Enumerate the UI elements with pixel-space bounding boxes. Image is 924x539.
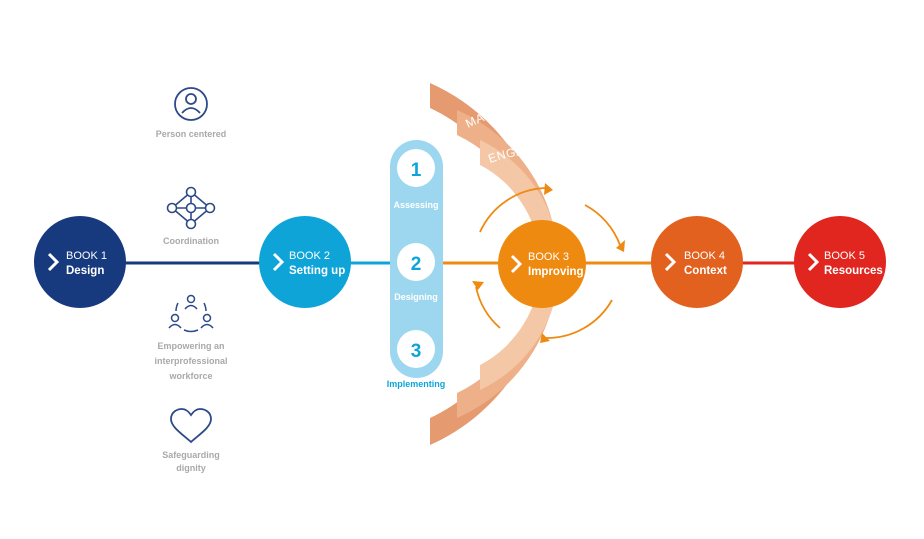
arc-engaging-stakeholders <box>480 140 560 390</box>
book4-name: Context <box>684 265 727 277</box>
step-1-label: Assessing <box>393 200 438 210</box>
step-3[interactable]: 3 <box>397 330 435 368</box>
book5-node[interactable]: BOOK 5 Resources <box>794 216 886 308</box>
book1-title: BOOK 1 <box>66 250 107 262</box>
arc-label-inner: ENGAGING STAKEHOLDERS <box>0 0 646 187</box>
heart-icon <box>170 408 212 444</box>
cycle-arrows <box>475 187 621 339</box>
person-icon <box>174 87 208 121</box>
book2-node[interactable]: BOOK 2 Setting up <box>259 216 351 308</box>
cycle-arrowheads <box>472 183 625 343</box>
principle-coordination-label: Coordination <box>163 236 219 246</box>
principle-person-centered-label: Person centered <box>156 129 227 139</box>
step-2[interactable]: 2 <box>397 243 435 281</box>
principle-workforce-label-3: workforce <box>168 371 212 381</box>
step-2-number: 2 <box>411 254 422 275</box>
book3-node[interactable]: BOOK 3 Improving <box>498 220 586 308</box>
workforce-group-icon <box>168 294 214 333</box>
book5-name: Resources <box>824 265 883 277</box>
book1-node[interactable]: BOOK 1 Design <box>34 216 126 308</box>
principle-dignity-label-1: Safeguarding <box>162 450 220 460</box>
principle-dignity-label-2: dignity <box>176 463 206 473</box>
book5-title: BOOK 5 <box>824 250 865 262</box>
principle-workforce-label-1: Empowering an <box>157 341 224 351</box>
step-3-number: 3 <box>411 341 422 362</box>
book1-name: Design <box>66 265 104 277</box>
book4-node[interactable]: BOOK 4 Context <box>651 216 743 308</box>
arc-label-outer: CREATING AN ENABLING ENVIRONMENT <box>0 0 674 106</box>
step-3-label: Implementing <box>387 379 446 389</box>
book3-name: Improving <box>528 266 584 278</box>
step-1[interactable]: 1 <box>397 149 435 187</box>
book2-name: Setting up <box>289 265 345 277</box>
step-2-label: Designing <box>394 292 438 302</box>
book2-title: BOOK 2 <box>289 250 330 262</box>
coordination-network-icon <box>166 186 216 230</box>
book4-title: BOOK 4 <box>684 250 725 262</box>
book3-title: BOOK 3 <box>528 251 569 263</box>
principle-workforce-label-2: interprofessional <box>154 356 227 366</box>
step-1-number: 1 <box>411 160 422 181</box>
